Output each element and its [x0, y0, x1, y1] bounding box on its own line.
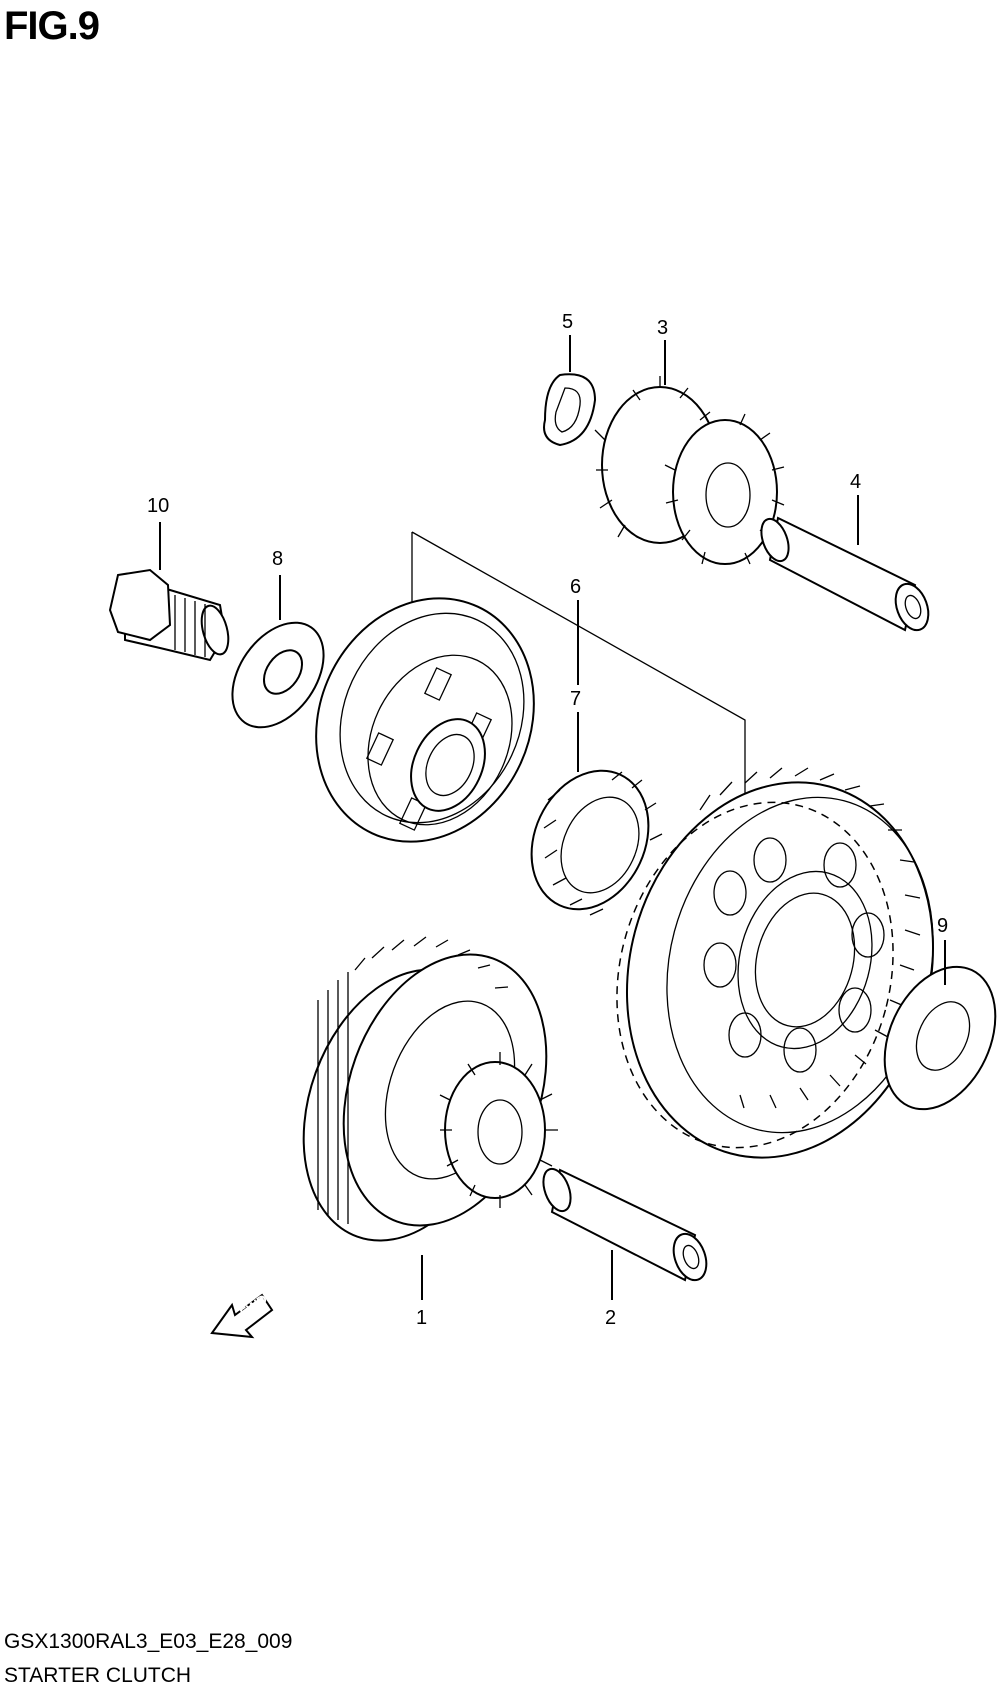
callout-3[interactable]: 3 [657, 317, 668, 339]
callout-4[interactable]: 4 [850, 471, 861, 493]
callout-10[interactable]: 10 [147, 495, 169, 517]
callout-5[interactable]: 5 [562, 311, 573, 333]
washer-part-5[interactable] [543, 373, 597, 447]
callout-7[interactable]: 7 [570, 688, 581, 710]
callout-6[interactable]: 6 [570, 576, 581, 598]
washer-part-8[interactable] [214, 606, 343, 745]
starter-clutch-gear-part[interactable] [268, 926, 582, 1269]
diagram-code: GSX1300RAL3_E03_E28_009 [4, 1630, 293, 1653]
diagram-name: STARTER CLUTCH [4, 1664, 192, 1687]
callout-2[interactable]: 2 [605, 1307, 616, 1329]
callout-9[interactable]: 9 [937, 915, 948, 937]
washer-part-9[interactable] [863, 949, 1000, 1127]
idle-gear-part[interactable] [594, 376, 785, 565]
starter-driven-gear-part[interactable] [579, 748, 974, 1193]
callout-8[interactable]: 8 [272, 548, 283, 570]
bolt-part[interactable] [108, 568, 233, 662]
starter-clutch-housing-part[interactable] [277, 562, 573, 877]
figure-title: FIG.9 [4, 4, 100, 48]
shaft-part-2[interactable] [538, 1165, 712, 1284]
fwd-arrow-icon: FWD [210, 1291, 274, 1339]
shaft-part-4[interactable] [756, 515, 934, 634]
needle-bearing-part[interactable] [510, 752, 671, 929]
callout-1[interactable]: 1 [416, 1307, 427, 1329]
